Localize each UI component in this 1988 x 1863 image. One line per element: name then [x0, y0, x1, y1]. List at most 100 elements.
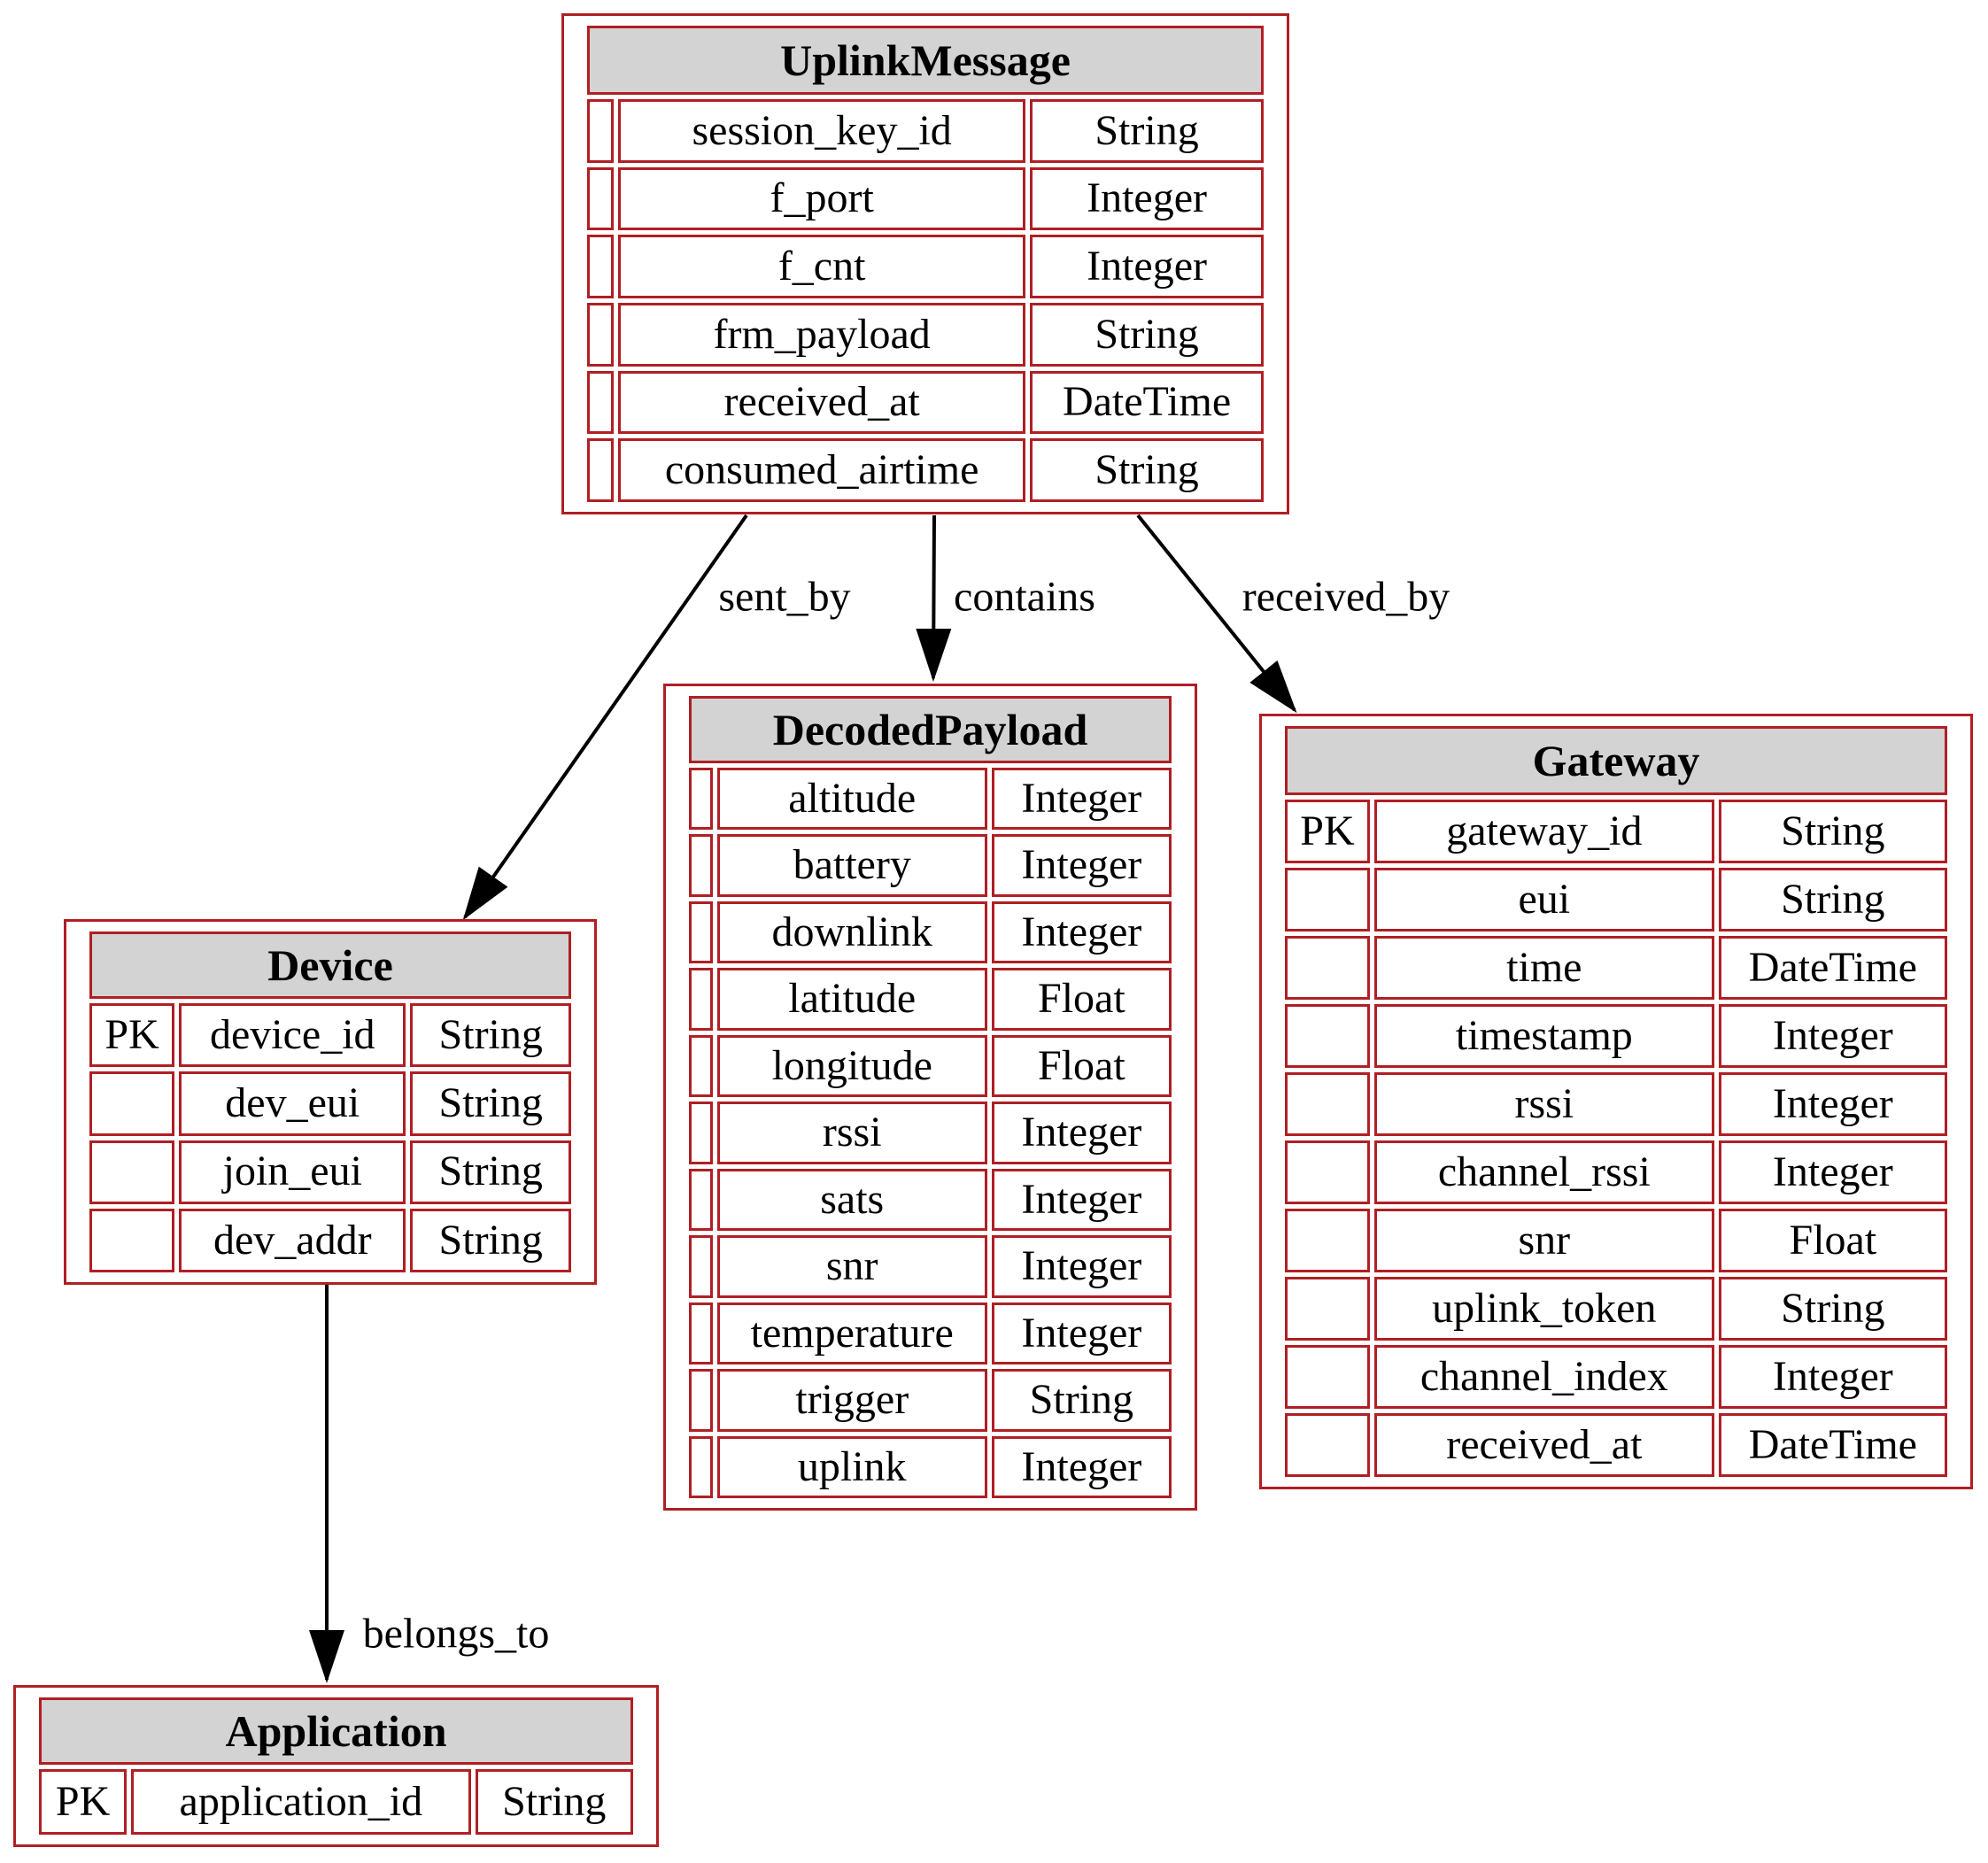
field-name-cell: application_id [131, 1769, 471, 1835]
field-key-cell [1285, 1072, 1370, 1136]
field-type-cell: String [1718, 800, 1947, 863]
field-name-cell: longitude [716, 1034, 987, 1098]
field-key-cell [587, 166, 615, 231]
field-type-cell: String [1030, 302, 1264, 367]
field-type-cell: String [1718, 868, 1947, 932]
field-key-cell [689, 1369, 713, 1432]
field-type-cell: String [991, 1369, 1172, 1432]
field-type-cell: Integer [991, 1435, 1172, 1498]
field-key-cell: PK [39, 1769, 128, 1835]
entity-title: DecodedPayload [689, 696, 1172, 763]
entity-title: Application [39, 1697, 633, 1765]
field-name-cell: snr [1373, 1209, 1714, 1272]
field-name-cell: device_id [179, 1003, 406, 1068]
field-name-cell: f_port [618, 166, 1026, 231]
field-key-cell [587, 370, 615, 435]
field-type-cell: Float [991, 1034, 1172, 1098]
field-name-cell: dev_eui [179, 1071, 406, 1136]
field-name-cell: uplink_token [1373, 1277, 1714, 1341]
field-name-cell: session_key_id [618, 99, 1026, 163]
field-key-cell [689, 901, 713, 964]
field-name-cell: rssi [1373, 1072, 1714, 1136]
field-key-cell [587, 302, 615, 367]
field-key-cell [1285, 1413, 1370, 1477]
field-name-cell: received_at [1373, 1413, 1714, 1477]
field-type-cell: DateTime [1718, 936, 1947, 1000]
field-name-cell: temperature [716, 1302, 987, 1365]
field-name-cell: snr [716, 1235, 987, 1298]
field-name-cell: latitude [716, 968, 987, 1031]
field-key-cell [1285, 1277, 1370, 1341]
field-type-cell: Integer [1030, 166, 1264, 231]
field-name-cell: eui [1373, 868, 1714, 932]
field-key-cell [689, 834, 713, 897]
entity-title: Device [89, 932, 571, 999]
field-key-cell [1285, 936, 1370, 1000]
field-type-cell: Integer [991, 1102, 1172, 1164]
entity-header-row: Application [39, 1697, 633, 1765]
field-name-cell: battery [716, 834, 987, 897]
field-type-cell: Integer [991, 1302, 1172, 1365]
field-type-cell: String [410, 1208, 571, 1272]
field-name-cell: frm_payload [618, 302, 1026, 367]
field-key-cell [587, 235, 615, 298]
field-name-cell: downlink [716, 901, 987, 964]
field-key-cell [1285, 868, 1370, 932]
field-type-cell: String [410, 1140, 571, 1204]
field-key-cell [1285, 1004, 1370, 1068]
entity-header-row: DecodedPayload [689, 696, 1172, 763]
arrow-contains [916, 514, 952, 682]
field-type-cell: Integer [1718, 1004, 1947, 1068]
field-key-cell [587, 99, 615, 163]
field-name-cell: dev_addr [179, 1208, 406, 1272]
entity-header-row: UplinkMessage [587, 26, 1264, 95]
field-key-cell [1285, 1209, 1370, 1272]
field-name-cell: channel_rssi [1373, 1140, 1714, 1204]
field-type-cell: Integer [1718, 1072, 1947, 1136]
field-type-cell: Float [991, 968, 1172, 1031]
field-name-cell: gateway_id [1373, 800, 1714, 863]
field-type-cell: DateTime [1030, 370, 1264, 435]
relationship-label-contains: contains [954, 573, 1095, 621]
field-key-cell [1285, 1345, 1370, 1409]
field-key-cell [689, 1302, 713, 1365]
field-type-cell: String [410, 1003, 571, 1068]
field-key-cell [587, 438, 615, 502]
field-key-cell [689, 968, 713, 1031]
relationship-label-belongs-to: belongs_to [362, 1610, 550, 1658]
field-key-cell [89, 1071, 175, 1136]
field-name-cell: rssi [716, 1102, 987, 1164]
field-type-cell: Integer [1030, 235, 1264, 298]
field-key-cell [689, 1435, 713, 1498]
field-type-cell: String [475, 1769, 633, 1835]
relationship-label-received-by: received_by [1242, 573, 1450, 621]
